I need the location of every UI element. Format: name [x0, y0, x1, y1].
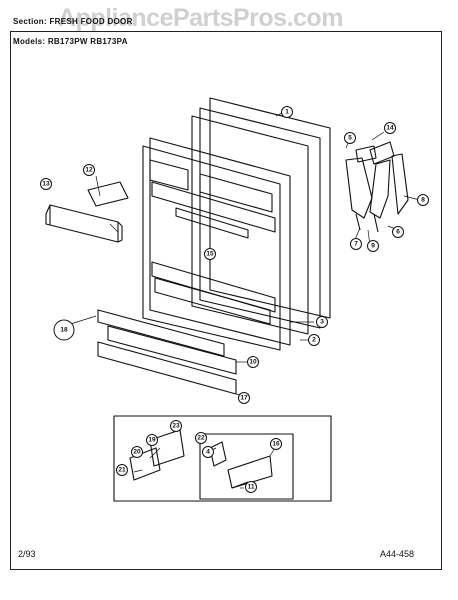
callout-16: 16	[270, 438, 282, 450]
callout-10: 10	[247, 356, 259, 368]
callout-5: 5	[344, 132, 356, 144]
svg-text:4: 4	[206, 449, 210, 456]
svg-text:9: 9	[371, 243, 375, 250]
inset-parts	[129, 429, 273, 489]
callout-19: 19	[146, 434, 158, 446]
callout-7: 7	[350, 238, 362, 250]
callout-21: 21	[116, 464, 128, 476]
svg-text:11: 11	[248, 484, 255, 491]
svg-text:2: 2	[312, 337, 316, 344]
svg-text:19: 19	[148, 437, 156, 444]
callout-4: 4	[202, 446, 214, 458]
butter-compartment	[45, 181, 129, 243]
shelf-fronts	[97, 309, 237, 395]
models-title: Models: RB173PW RB173PA	[13, 37, 128, 46]
callout-13: 13	[40, 178, 52, 190]
callout-11: 11	[245, 481, 257, 493]
svg-text:23: 23	[172, 423, 180, 430]
callout-14: 14	[384, 122, 396, 134]
hinge-parts	[345, 141, 409, 233]
callout-20: 20	[131, 446, 143, 458]
svg-text:10: 10	[249, 359, 257, 366]
svg-text:7: 7	[354, 241, 358, 248]
svg-text:3: 3	[320, 319, 324, 326]
diagram-frame	[10, 31, 442, 570]
door-liner	[142, 137, 291, 351]
svg-text:14: 14	[386, 125, 394, 132]
svg-text:21: 21	[118, 467, 126, 474]
svg-text:17: 17	[240, 395, 248, 402]
svg-text:12: 12	[85, 167, 93, 174]
callout-23: 23	[170, 420, 182, 432]
svg-text:6: 6	[396, 229, 400, 236]
svg-text:8: 8	[421, 197, 425, 204]
svg-text:5: 5	[348, 135, 352, 142]
callout-1: 1	[281, 106, 293, 118]
footer-date: 2/93	[18, 549, 36, 559]
svg-text:22: 22	[197, 435, 205, 442]
callout-6: 6	[392, 226, 404, 238]
svg-text:13: 13	[42, 181, 50, 188]
callout-18: 18	[53, 319, 75, 341]
section-title: Section: FRESH FOOD DOOR	[13, 17, 133, 26]
callout-9: 9	[367, 240, 379, 252]
svg-text:1: 1	[285, 109, 289, 116]
callout-8: 8	[417, 194, 429, 206]
svg-text:16: 16	[272, 441, 280, 448]
svg-text:15: 15	[206, 251, 214, 258]
svg-text:18: 18	[60, 327, 68, 334]
door-gasket	[191, 97, 331, 335]
callout-22: 22	[195, 432, 207, 444]
watermark: AppliancePartsPros.com	[58, 4, 343, 32]
footer-drawing-number: A44-458	[380, 549, 415, 559]
callout-12: 12	[83, 164, 95, 176]
svg-text:20: 20	[133, 449, 141, 456]
callout-17: 17	[238, 392, 250, 404]
callout-3: 3	[316, 316, 328, 328]
callout-15: 15	[204, 248, 216, 260]
callout-2: 2	[308, 334, 320, 346]
